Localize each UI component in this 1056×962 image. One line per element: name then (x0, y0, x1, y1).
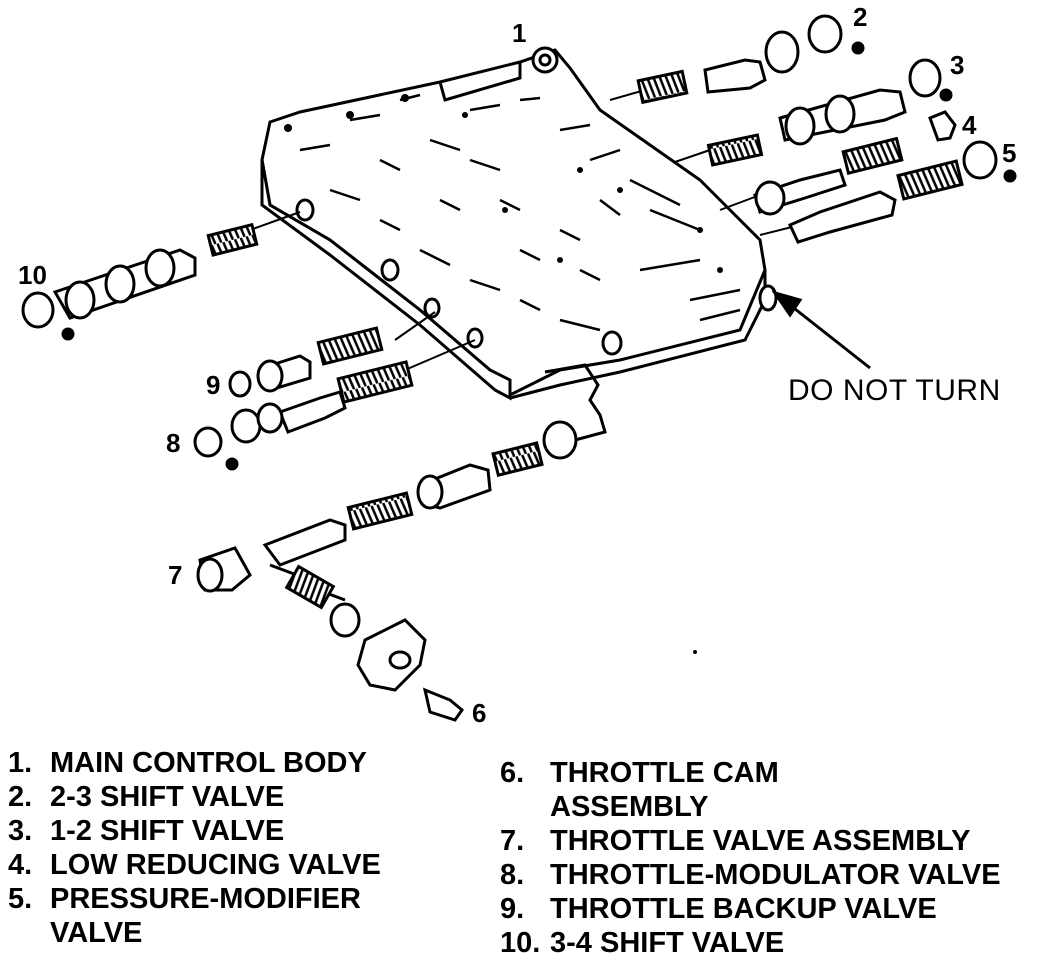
legend-num: 1. (8, 747, 33, 779)
legend-item: 8. THROTTLE-MODULATOR VALVE (500, 858, 1001, 892)
speck (693, 650, 697, 654)
legend-item: 3. 1-2 SHIFT VALVE (8, 814, 381, 848)
throttle-cam-assembly-parts (329, 602, 465, 722)
legend-item: 1. MAIN CONTROL BODY (8, 746, 381, 780)
do-not-turn-arrow (771, 290, 871, 370)
callout-7: 7 (168, 560, 183, 590)
callout-9: 9 (206, 370, 221, 400)
legend-num: 5. (8, 883, 33, 915)
legend-text: THROTTLE-MODULATOR VALVE (550, 859, 1001, 891)
legend-num: 3. (8, 815, 33, 847)
legend-num: 8. (500, 859, 525, 891)
shift-valve-3-4-parts (21, 222, 259, 341)
callout-1: 1 (512, 18, 527, 48)
legend-text: THROTTLE CAM (550, 757, 779, 789)
main-control-body (260, 46, 778, 442)
legend-item-continuation: ASSEMBLY (500, 790, 1001, 824)
callout-8: 8 (166, 428, 181, 458)
legend-num: 9. (500, 893, 525, 925)
legend-item-continuation: VALVE (8, 916, 381, 950)
do-not-turn-note: DO NOT TURN (788, 374, 1001, 407)
legend-num: 4. (8, 849, 33, 881)
legend-text: ASSEMBLY (550, 791, 709, 823)
low-reducing-valve-parts (753, 110, 957, 216)
legend-item: 7. THROTTLE VALVE ASSEMBLY (500, 824, 1001, 858)
shift-valve-2-3-parts (636, 14, 865, 105)
throttle-backup-valve-parts (228, 326, 384, 398)
legend-right: 6. THROTTLE CAM ASSEMBLY 7. THROTTLE VALVE… (500, 756, 1001, 960)
legend-text: THROTTLE BACKUP VALVE (550, 893, 937, 925)
callout-3: 3 (950, 50, 965, 80)
legend-num: 7. (500, 825, 525, 857)
callout-6: 6 (472, 698, 487, 728)
legend-text: 3-4 SHIFT VALVE (550, 927, 785, 959)
legend-item: 9. THROTTLE BACKUP VALVE (500, 892, 1001, 926)
legend-text: 2-3 SHIFT VALVE (50, 781, 285, 813)
legend-num: 10. (500, 927, 541, 959)
legend-item: 6. THROTTLE CAM (500, 756, 1001, 790)
legend-text: THROTTLE VALVE ASSEMBLY (550, 825, 971, 857)
legend-item: 2. 2-3 SHIFT VALVE (8, 780, 381, 814)
callout-10: 10 (18, 260, 47, 290)
legend-item: 4. LOW REDUCING VALVE (8, 848, 381, 882)
legend-text: 1-2 SHIFT VALVE (50, 815, 285, 847)
exploded-view-diagram (21, 14, 1017, 722)
legend-text: LOW REDUCING VALVE (50, 849, 381, 881)
callout-5: 5 (1002, 138, 1017, 168)
legend-left: 1. MAIN CONTROL BODY 2. 2-3 SHIFT VALVE 3.… (8, 746, 381, 950)
legend-text: VALVE (50, 917, 143, 949)
legend-text: PRESSURE-MODIFIER (50, 883, 361, 915)
callout-4: 4 (962, 110, 977, 140)
legend-item: 5. PRESSURE-MODIFIER (8, 882, 381, 916)
shift-valve-1-2-parts (706, 58, 953, 167)
throttle-valve-assembly-parts (196, 420, 578, 610)
legend-item: 10. 3-4 SHIFT VALVE (500, 926, 1001, 960)
legend-text: MAIN CONTROL BODY (50, 747, 367, 779)
callout-2: 2 (853, 2, 868, 32)
pressure-modifier-valve-parts (787, 140, 1017, 244)
legend-num: 6. (500, 757, 525, 789)
throttle-modulator-valve-parts (193, 360, 414, 471)
legend-num: 2. (8, 781, 33, 813)
